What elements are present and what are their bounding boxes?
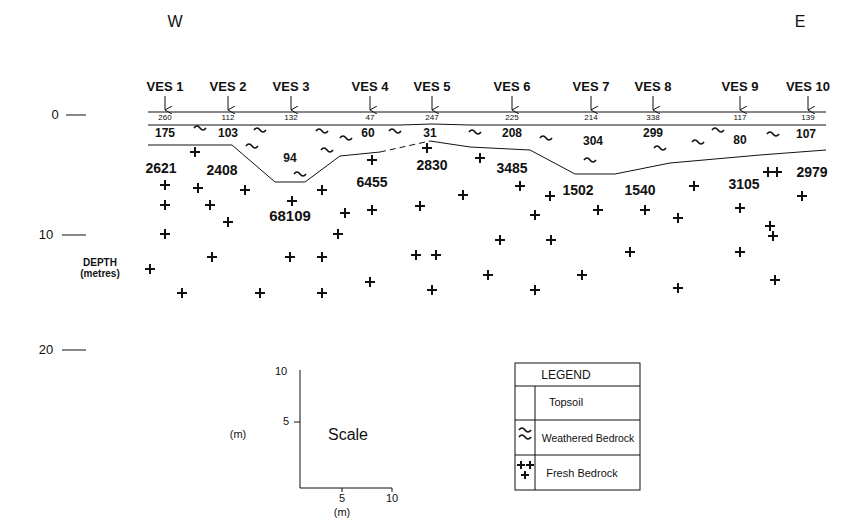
scale-label: 5 <box>339 493 345 505</box>
resistivity-value: 139 <box>801 114 814 122</box>
legend-text: Fresh Bedrock <box>546 468 618 480</box>
resistivity-value: 225 <box>505 114 518 122</box>
scale-label: (m) <box>230 429 247 441</box>
resistivity-value: 103 <box>218 127 238 140</box>
scale-label: (m) <box>334 507 351 519</box>
resistivity-value: 260 <box>158 114 171 122</box>
resistivity-value: 2621 <box>145 161 176 176</box>
sounding-label: VES 2 <box>210 80 247 94</box>
scale-label: 10 <box>275 366 287 378</box>
resistivity-value: 6455 <box>356 175 387 190</box>
resistivity-value: 31 <box>423 127 436 140</box>
sounding-label: VES 7 <box>573 80 610 94</box>
resistivity-value: 132 <box>284 114 297 122</box>
direction-label: E <box>795 14 806 31</box>
sounding-label: VES 3 <box>273 80 310 94</box>
resistivity-value: 80 <box>733 134 746 147</box>
scale-label: 5 <box>283 416 289 428</box>
resistivity-value: 94 <box>283 152 296 165</box>
resistivity-value: 3485 <box>496 161 527 176</box>
resistivity-value: 214 <box>584 114 597 122</box>
resistivity-value: 338 <box>646 114 659 122</box>
sounding-label: VES 6 <box>494 80 531 94</box>
sounding-label: VES 9 <box>722 80 759 94</box>
resistivity-value: 3105 <box>728 177 759 192</box>
depth-axis-label: 10 <box>39 228 53 242</box>
resistivity-value: 68109 <box>269 208 311 224</box>
sounding-label: VES 1 <box>147 80 184 94</box>
resistivity-value: 117 <box>734 114 747 122</box>
resistivity-value: 1540 <box>624 183 655 198</box>
sounding-label: VES 4 <box>352 80 389 94</box>
scale-label: 10 <box>386 493 398 505</box>
legend-text: Weathered Bedrock <box>542 433 635 444</box>
resistivity-value: 60 <box>361 127 374 140</box>
resistivity-value: 112 <box>222 114 235 122</box>
sounding-label: VES 5 <box>414 80 451 94</box>
resistivity-value: 299 <box>643 127 663 140</box>
legend-text: Topsoil <box>549 397 583 409</box>
resistivity-value: 247 <box>425 114 438 122</box>
resistivity-value: 47 <box>366 114 375 122</box>
resistivity-value: 304 <box>583 135 603 148</box>
depth-axis-label: 0 <box>51 108 58 122</box>
resistivity-value: 2830 <box>416 158 447 173</box>
direction-label: W <box>167 14 182 31</box>
sounding-label: VES 10 <box>786 80 830 94</box>
legend-heading: LEGEND <box>541 369 590 382</box>
resistivity-value: 208 <box>502 127 522 140</box>
resistivity-value: 2408 <box>206 163 237 178</box>
resistivity-value: 1502 <box>562 183 593 198</box>
resistivity-value: 175 <box>155 127 175 140</box>
depth-axis-label: 20 <box>39 343 53 357</box>
depth-axis-label: DEPTH (metres) <box>72 258 128 279</box>
resistivity-value: 2979 <box>796 165 827 180</box>
sounding-label: VES 8 <box>635 80 672 94</box>
scale-label: Scale <box>328 427 368 444</box>
resistivity-value: 107 <box>796 128 816 141</box>
